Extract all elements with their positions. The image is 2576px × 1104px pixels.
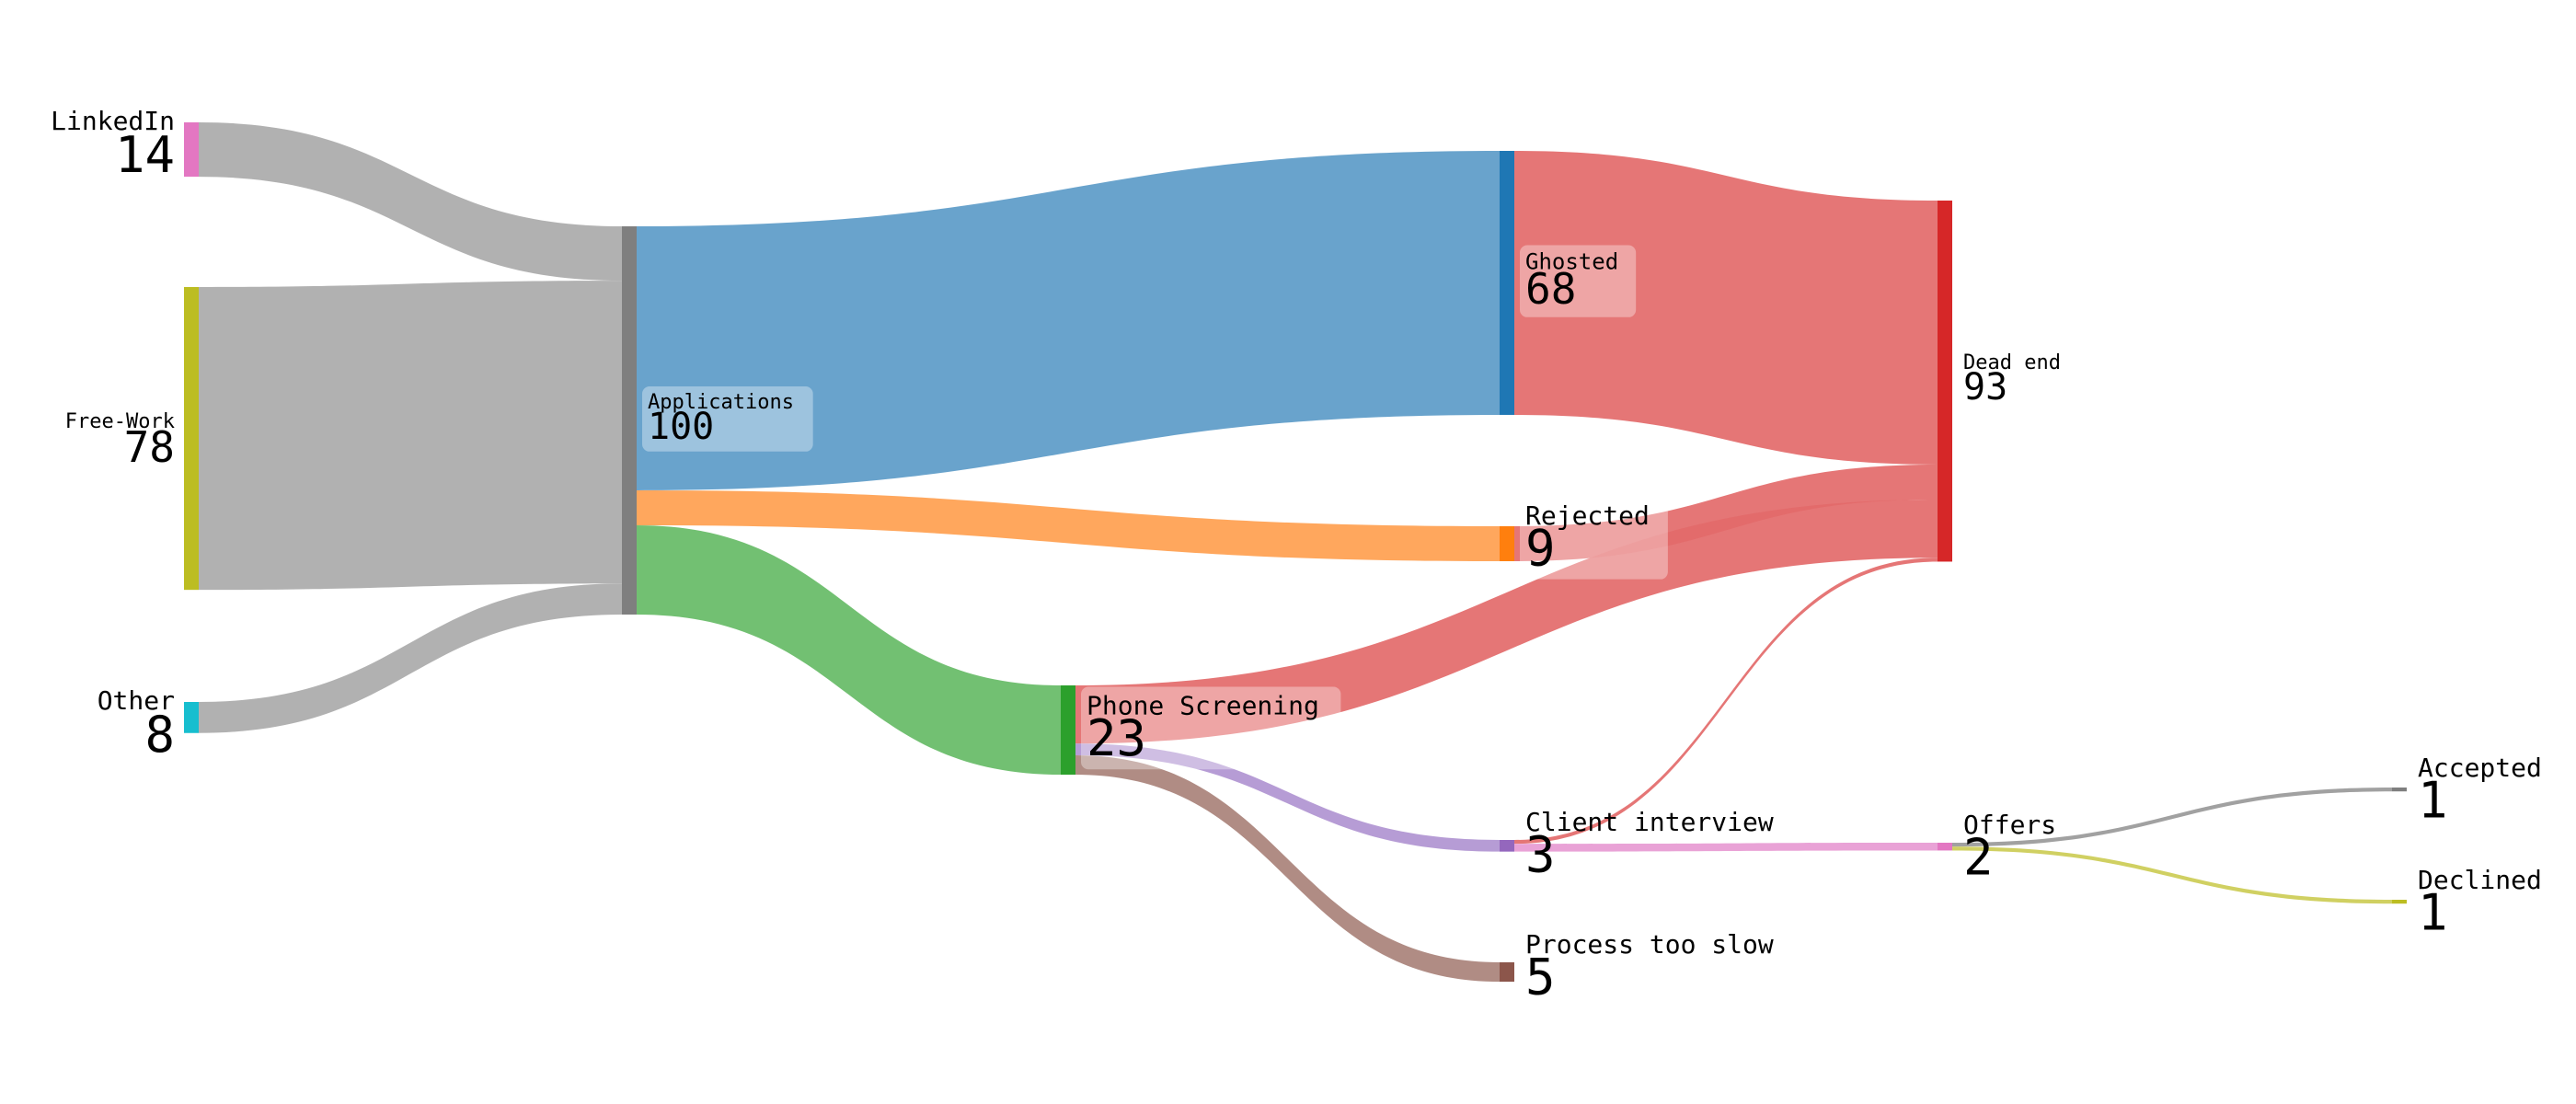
node-name-linkedin: LinkedIn xyxy=(51,106,175,136)
node-bar-client xyxy=(1500,840,1514,852)
node-name-phone: Phone Screening xyxy=(1087,691,1319,721)
node-bar-applications xyxy=(622,226,637,615)
node-value-applications: 100 xyxy=(648,406,714,448)
node-bar-rejected xyxy=(1500,526,1514,561)
node-value-slow: 5 xyxy=(1525,948,1556,1006)
node-name-declined: Declined xyxy=(2418,865,2542,895)
node-label-box-ghosted xyxy=(1520,245,1637,317)
node-value-accepted: 1 xyxy=(2418,771,2448,829)
node-name-other: Other xyxy=(98,685,175,716)
node-value-offers: 2 xyxy=(1963,828,1994,886)
links-layer xyxy=(199,122,2392,983)
node-name-slow: Process too slow xyxy=(1525,929,1774,960)
link-phone-to-slow xyxy=(1075,754,1500,983)
node-name-freework: Free-Work xyxy=(65,410,175,433)
node-bar-declined xyxy=(2392,900,2407,904)
node-value-client: 3 xyxy=(1525,825,1556,883)
link-phone-to-client xyxy=(1075,743,1500,852)
node-name-accepted: Accepted xyxy=(2418,753,2542,783)
node-value-deadend: 93 xyxy=(1963,366,2007,408)
link-phone-to-deadend xyxy=(1075,499,1938,744)
labels-layer: LinkedIn14Free-Work78Other8Applications1… xyxy=(51,106,2542,1006)
link-ghosted-to-deadend xyxy=(1514,151,1938,465)
node-value-freework: 78 xyxy=(124,422,175,472)
node-bar-other xyxy=(184,702,199,733)
node-value-declined: 1 xyxy=(2418,883,2448,941)
link-linkedin-to-applications xyxy=(199,122,622,282)
node-bar-deadend xyxy=(1938,201,1952,562)
node-bar-linkedin xyxy=(184,122,199,178)
node-name-deadend: Dead end xyxy=(1963,351,2061,374)
node-bar-slow xyxy=(1500,962,1514,983)
node-value-ghosted: 68 xyxy=(1525,264,1576,314)
node-value-rejected: 9 xyxy=(1525,519,1556,577)
nodes-layer xyxy=(184,122,2407,983)
node-bar-accepted xyxy=(2392,788,2407,792)
link-offers-to-declined xyxy=(1952,846,2392,904)
link-applications-to-rejected xyxy=(637,489,1500,561)
node-name-applications: Applications xyxy=(648,391,794,414)
node-bar-offers xyxy=(1938,843,1952,851)
link-offers-to-accepted xyxy=(1952,788,2392,847)
link-other-to-applications xyxy=(199,583,622,733)
node-label-box-rejected xyxy=(1520,497,1668,580)
node-name-offers: Offers xyxy=(1963,810,2056,840)
link-rejected-to-deadend xyxy=(1514,464,1938,561)
node-name-client: Client interview xyxy=(1525,807,1774,837)
node-value-other: 8 xyxy=(144,706,175,764)
node-name-rejected: Rejected xyxy=(1525,500,1650,531)
node-value-linkedin: 14 xyxy=(115,126,175,184)
node-bar-phone xyxy=(1061,685,1075,776)
node-label-box-applications xyxy=(642,386,813,452)
node-bar-freework xyxy=(184,287,199,591)
link-applications-to-ghosted xyxy=(637,151,1500,490)
node-label-box-phone xyxy=(1081,686,1341,770)
node-bar-ghosted xyxy=(1500,151,1514,415)
node-name-ghosted: Ghosted xyxy=(1525,248,1618,274)
link-client-to-offers xyxy=(1514,843,1938,852)
link-freework-to-applications xyxy=(199,281,622,591)
link-client-to-deadend xyxy=(1514,558,1938,845)
node-value-phone: 23 xyxy=(1087,709,1146,767)
link-applications-to-phone xyxy=(637,524,1061,776)
